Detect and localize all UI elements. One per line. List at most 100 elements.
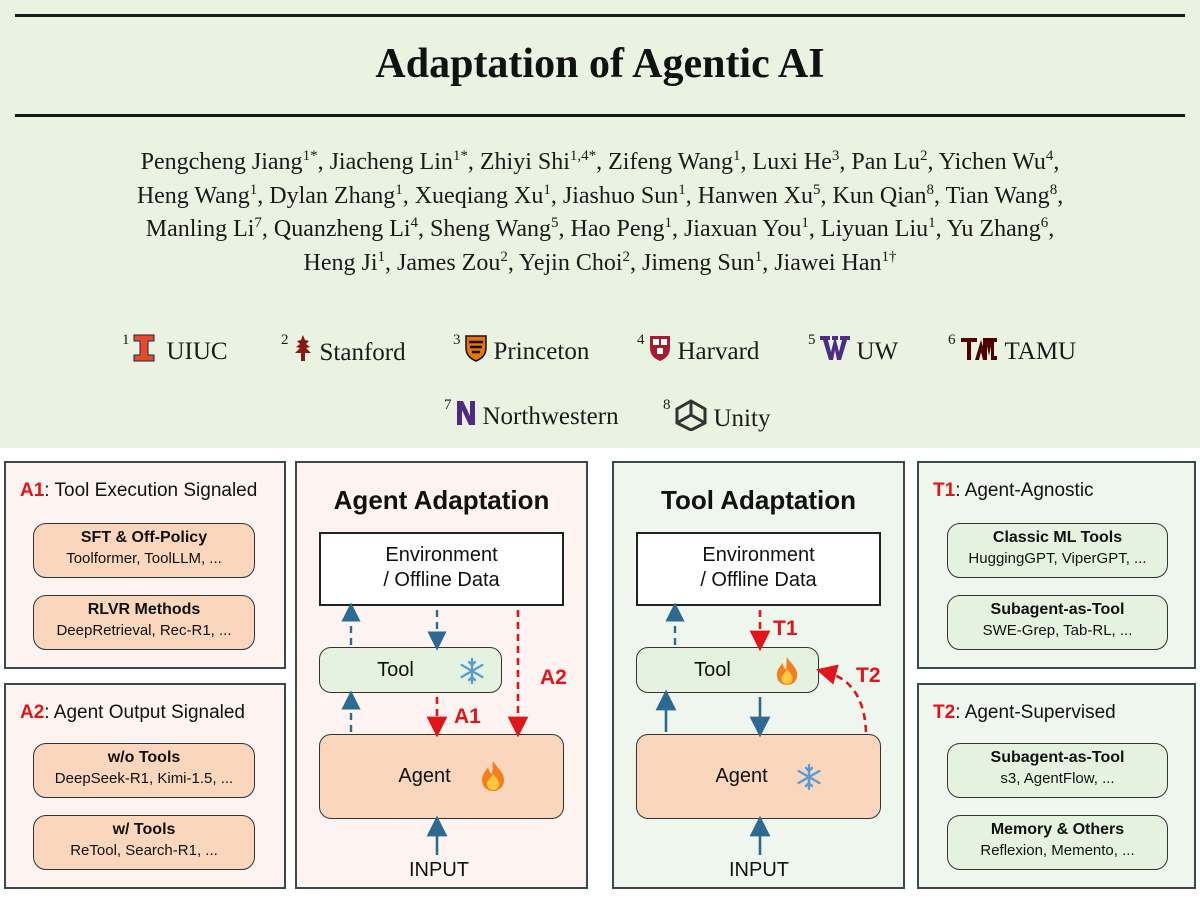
item-heading: Memory & Others: [990, 821, 1125, 838]
author-affiliation-marker: 1: [377, 248, 386, 265]
t2-item-subagent: Subagent-as-Tool s3, AgentFlow, ...: [947, 743, 1168, 798]
affiliation-number: 2: [281, 332, 289, 348]
item-heading: w/ Tools: [112, 821, 176, 838]
a2-item-without-tools: w/o Tools DeepSeek-R1, Kimi-1.5, ...: [33, 743, 255, 798]
unity-logo-icon: [674, 399, 708, 438]
a1-title: : Tool Execution Signaled: [44, 480, 258, 501]
author-separator: ,: [550, 182, 563, 209]
item-heading: Classic ML Tools: [992, 529, 1123, 546]
author-affiliation-marker: 1: [395, 181, 403, 198]
agent-adaptation-title: Agent Adaptation: [333, 485, 550, 515]
item-heading: w/o Tools: [107, 749, 181, 766]
author-separator: ,: [261, 216, 274, 242]
author-separator: ,: [808, 216, 821, 242]
agent-side-tool-node: Tool: [319, 647, 502, 693]
affiliation-tamu: 6 TAMU: [948, 332, 1077, 369]
author-line: Heng Ji1, James Zou2, Yejin Choi2, Jimen…: [40, 247, 1160, 281]
author-separator: ,: [935, 216, 947, 242]
affiliation-name: Princeton: [493, 337, 590, 365]
stanford-logo-icon: [292, 334, 314, 371]
author-list: Pengcheng Jiang1*, Jiacheng Lin1*, Zhiyi…: [40, 146, 1160, 280]
affiliation-name: UIUC: [166, 337, 228, 365]
author-affiliation-marker: 1*: [452, 148, 468, 164]
affiliation-name: UW: [856, 337, 899, 365]
affiliation-number: 5: [808, 332, 816, 348]
t2-category-panel: T2: Agent-Supervised Subagent-as-Tool s3…: [917, 683, 1196, 889]
t1-signal-label: T1: [773, 617, 798, 640]
author-affiliation-marker: 1,4*: [569, 148, 597, 164]
item-examples: HuggingGPT, ViperGPT, ...: [968, 550, 1147, 567]
t1-heading: T1: Agent-Agnostic: [933, 480, 1094, 502]
tool-side-environment-box: Environment / Offline Data: [636, 532, 881, 606]
agent-side-agent-node: Agent: [319, 734, 564, 819]
author-name: Quanzheng Li: [273, 216, 411, 242]
affiliation-uiuc: 1 UIUC: [122, 332, 228, 369]
uw-logo-icon: [819, 334, 851, 369]
author-separator: ,: [1057, 182, 1064, 209]
item-heading: SFT & Off-Policy: [80, 529, 208, 546]
a1-item-rlvr: RLVR Methods DeepRetrieval, Rec-R1, ...: [33, 595, 255, 650]
author-affiliation-marker: 1: [754, 248, 763, 265]
a2-code: A2: [20, 702, 45, 723]
author-name: Zhiyi Shi: [479, 149, 570, 175]
author-affiliation-marker: 3: [831, 148, 840, 164]
uiuc-logo-icon: [133, 334, 155, 369]
affiliation-northwestern: 7 Northwestern: [444, 397, 619, 434]
author-name: Hao Peng: [570, 216, 665, 242]
author-affiliation-marker: 2: [920, 148, 928, 164]
author-name: Hanwen Xu: [697, 182, 814, 209]
author-name: Yejin Choi: [518, 249, 623, 276]
author-affiliation-marker: 1: [733, 148, 741, 164]
author-affiliation-marker: 1: [678, 181, 686, 198]
item-examples: DeepRetrieval, Rec-R1, ...: [56, 622, 232, 639]
affiliation-number: 8: [663, 397, 671, 413]
author-name: Pan Lu: [851, 149, 921, 175]
author-name: Kun Qian: [832, 182, 927, 209]
item-heading: RLVR Methods: [87, 601, 201, 618]
author-affiliation-marker: 1: [664, 215, 672, 231]
title-rule: [15, 114, 1185, 117]
top-rule: [15, 14, 1185, 17]
author-name: Jiashuo Sun: [562, 182, 679, 209]
item-examples: s3, AgentFlow, ...: [1000, 770, 1115, 787]
author-name: Jiacheng Lin: [329, 149, 453, 175]
affiliation-harvard: 4 Harvard: [637, 332, 759, 369]
author-affiliation-marker: 1: [801, 215, 809, 231]
author-affiliation-marker: 1*: [302, 148, 318, 164]
item-examples: DeepSeek-R1, Kimi-1.5, ...: [54, 770, 234, 787]
tool-side-input-label: INPUT: [729, 859, 789, 881]
author-separator: ,: [418, 216, 431, 242]
author-affiliation-marker: 5: [813, 181, 821, 198]
t2-signal-arrow: [815, 664, 868, 733]
author-separator: ,: [558, 216, 571, 242]
tamu-logo-icon: [959, 334, 999, 369]
a2-item-with-tools: w/ Tools ReTool, Search-R1, ...: [33, 815, 255, 870]
author-separator: ,: [596, 149, 609, 175]
author-separator: ,: [402, 182, 415, 209]
item-heading: Subagent-as-Tool: [990, 749, 1125, 766]
author-separator: ,: [257, 182, 270, 209]
author-separator: ,: [671, 216, 684, 242]
author-name: James Zou: [397, 249, 501, 276]
a2-title: : Agent Output Signaled: [44, 702, 246, 723]
princeton-logo-icon: [464, 334, 488, 369]
author-name: Pengcheng Jiang: [140, 149, 303, 175]
author-name: Xueqiang Xu: [414, 182, 544, 209]
agent-side-input-label: INPUT: [409, 859, 469, 881]
t1-code: T1: [933, 480, 956, 501]
environment-label: Environment: [385, 544, 498, 566]
a2-category-panel: A2: Agent Output Signaled w/o Tools Deep…: [4, 683, 286, 889]
affiliation-number: 4: [637, 332, 645, 348]
t1-item-classic-ml: Classic ML Tools HuggingGPT, ViperGPT, .…: [947, 523, 1168, 578]
affiliation-princeton: 3 Princeton: [453, 332, 590, 369]
author-separator: ,: [685, 182, 698, 209]
author-separator: ,: [630, 249, 643, 276]
author-affiliation-marker: 1: [928, 215, 936, 231]
author-affiliation-marker: 1: [543, 181, 551, 198]
t1-item-subagent: Subagent-as-Tool SWE-Grep, Tab-RL, ...: [947, 595, 1168, 650]
affiliation-name: TAMU: [1004, 337, 1077, 365]
t2-signal-label: T2: [856, 664, 881, 687]
tool-adaptation-title: Tool Adaptation: [661, 485, 856, 515]
author-name: Liyuan Liu: [820, 216, 929, 242]
tool-side-agent-node: Agent: [636, 734, 881, 819]
